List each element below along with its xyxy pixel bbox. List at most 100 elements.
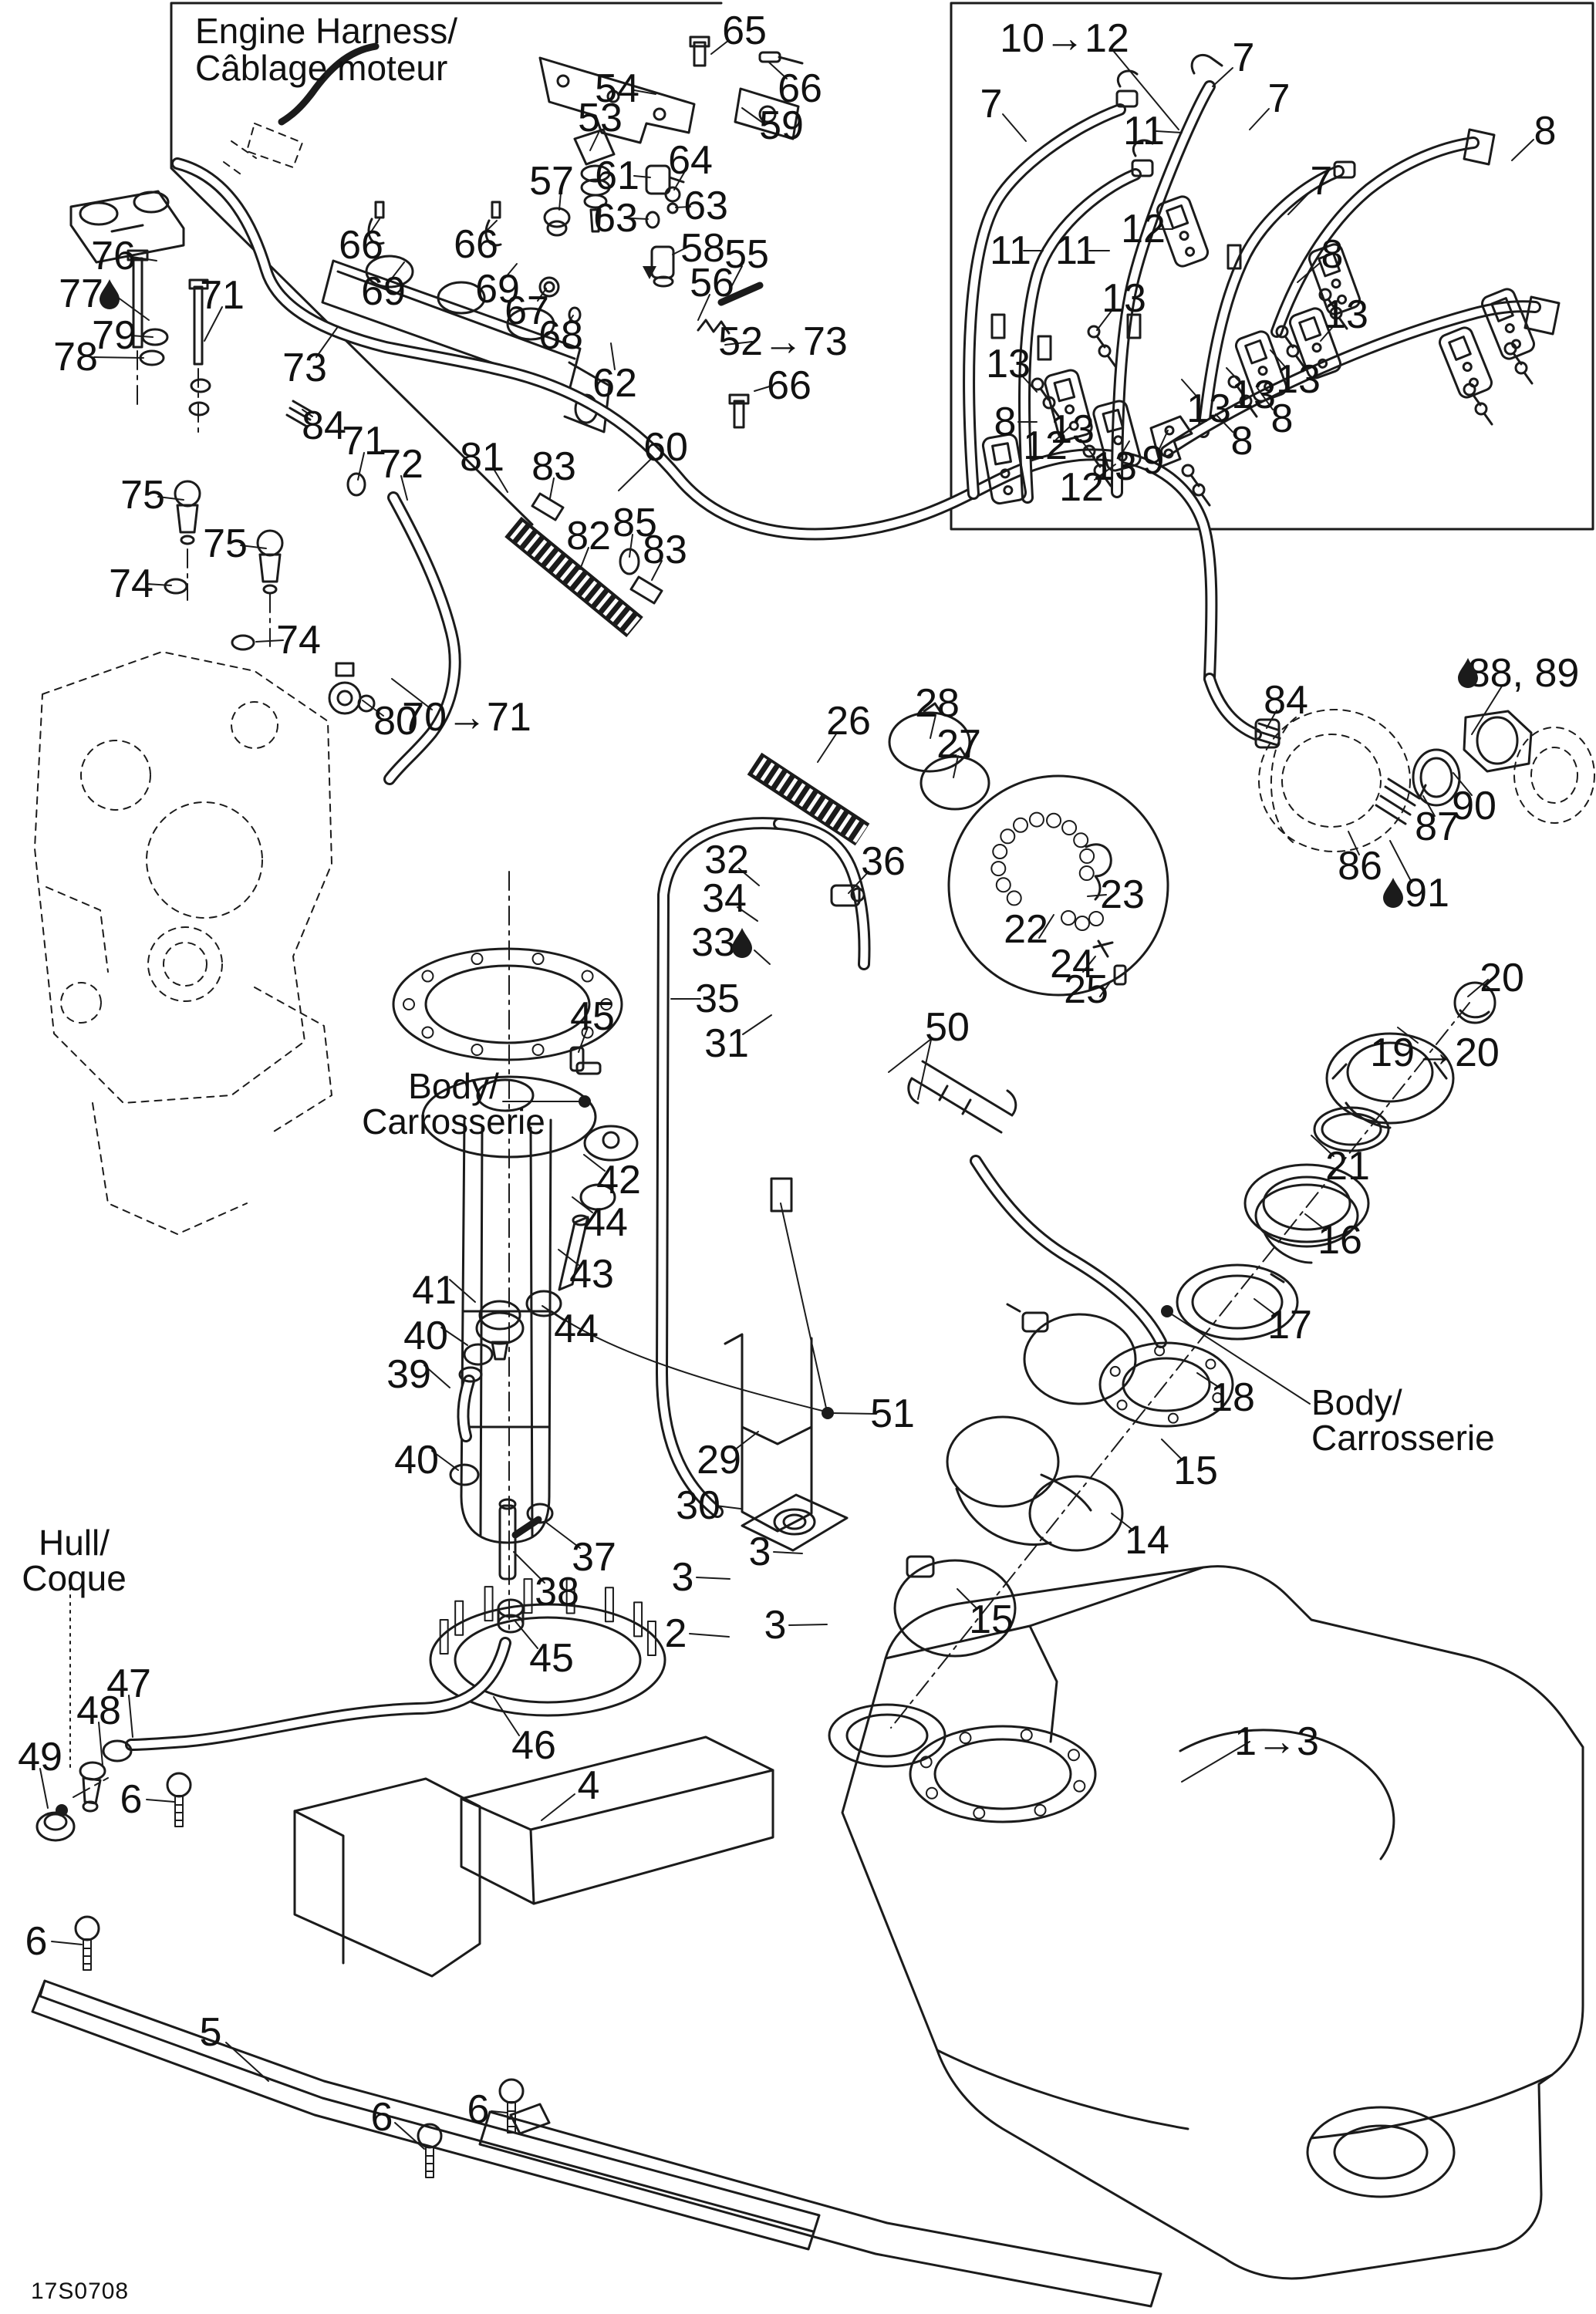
part-callout-6: 6: [120, 1777, 143, 1822]
part-callout-31: 31: [704, 1021, 749, 1066]
figure-code: 17S0708: [31, 2279, 129, 2304]
part-callout-37: 37: [572, 1535, 616, 1580]
part-callout-5: 5: [200, 2010, 222, 2055]
part-callout-46: 46: [511, 1723, 556, 1768]
part-callout-67: 67: [504, 288, 549, 333]
part-callout-39: 39: [386, 1352, 431, 1397]
part-callout-34: 34: [702, 876, 747, 921]
engine-harness-title-line1: Engine Harness/: [195, 11, 457, 51]
part-callout-12: 12: [1023, 423, 1068, 468]
part-callout-59: 59: [759, 103, 804, 148]
part-callout-64: 64: [668, 138, 713, 183]
part-callout-77: 77: [59, 272, 103, 316]
part-callout-45: 45: [529, 1636, 574, 1681]
part-callout-83: 83: [531, 444, 576, 489]
foam-pads-plates: [31, 1736, 1162, 2308]
part-callout-8: 8: [1534, 109, 1557, 153]
part-callout-52-73: 52→73: [718, 319, 848, 364]
lubricant-drop-icon: [1383, 878, 1403, 908]
part-callout-69: 69: [361, 269, 406, 314]
part-callout-1-3: 1→3: [1234, 1719, 1319, 1764]
section-titles: Engine Harness/ Câblage moteur Body/ Car…: [22, 11, 1495, 2304]
part-callout-50: 50: [925, 1005, 970, 1050]
part-callout-42: 42: [596, 1158, 641, 1203]
part-callout-13: 13: [1231, 373, 1276, 417]
part-callout-73: 73: [282, 346, 327, 390]
part-callout-24: 24: [1050, 942, 1095, 987]
part-callout-91: 91: [1405, 871, 1449, 916]
body-front-label-line1: Body/: [408, 1066, 499, 1106]
part-callout-20: 20: [1480, 956, 1524, 1000]
engine-harness-box: [170, 2, 723, 526]
part-callout-13: 13: [1324, 292, 1368, 337]
part-callout-35: 35: [695, 977, 740, 1021]
part-callout-13: 13: [1276, 357, 1321, 402]
check-valve-inset: [947, 774, 1169, 997]
engine-ghost: [34, 651, 332, 1235]
part-callout-74: 74: [276, 618, 321, 663]
part-callout-8: 8: [1321, 232, 1344, 277]
part-callout-90: 90: [1452, 784, 1496, 828]
part-callout-68: 68: [538, 313, 583, 358]
part-callout-66: 66: [778, 66, 822, 111]
part-callout-8: 8: [1271, 396, 1294, 441]
part-callout-13: 13: [1186, 386, 1231, 431]
part-callout-10-12: 10→12: [1000, 16, 1129, 61]
part-callout-61: 61: [595, 153, 639, 198]
part-callout-22: 22: [1004, 907, 1048, 952]
hull-label-line2: Coque: [22, 1558, 127, 1598]
part-callout-48: 48: [76, 1688, 121, 1733]
hoses: [171, 157, 1262, 1518]
part-callout-11: 11: [1123, 109, 1165, 153]
part-callout-13: 13: [1092, 444, 1137, 489]
part-callout-75: 75: [203, 521, 248, 566]
part-callout-7: 7: [1311, 159, 1333, 204]
part-callout-62: 62: [592, 361, 637, 406]
part-callout-3: 3: [672, 1555, 694, 1600]
lubricant-drop-icon: [1458, 658, 1478, 688]
part-callout-71: 71: [200, 273, 245, 318]
part-callout-75: 75: [120, 473, 165, 518]
filler-neck-chain: [828, 981, 1496, 1768]
part-callout-7: 7: [1268, 76, 1291, 121]
part-callout-26: 26: [826, 699, 871, 744]
part-callout-72: 72: [379, 442, 423, 487]
harness-pigtail: [223, 42, 380, 177]
part-callout-80: 80: [373, 699, 418, 744]
part-callout-88-89: 88, 89: [1468, 651, 1580, 696]
part-callout-12: 12: [1059, 465, 1104, 510]
engine-harness-title-line2: Câblage moteur: [195, 48, 447, 88]
fuel-pump: [392, 871, 865, 1717]
fuel-rail-main: [321, 35, 804, 433]
part-callout-2: 2: [665, 1611, 687, 1656]
part-callout-6: 6: [371, 2095, 393, 2140]
part-callout-21: 21: [1325, 1144, 1370, 1189]
part-callout-14: 14: [1125, 1518, 1169, 1563]
sender-bracket: [724, 1203, 828, 1533]
lubricant-drop-icon: [732, 928, 752, 958]
part-callout-8: 8: [1231, 419, 1254, 464]
part-callout-18: 18: [1210, 1375, 1255, 1420]
part-callout-47: 47: [106, 1661, 151, 1706]
vent-fitting-chain: [35, 1046, 639, 1842]
part-callout-65: 65: [722, 8, 767, 53]
part-callout-83: 83: [643, 528, 687, 572]
part-callout-17: 17: [1267, 1303, 1312, 1348]
fuel-tank: [841, 1565, 1584, 2280]
part-callout-40: 40: [403, 1314, 448, 1358]
part-callout-79: 79: [92, 313, 137, 358]
lubricant-drop-icon: [100, 279, 120, 309]
part-callout-66: 66: [339, 223, 383, 268]
fuel-filter-group: [1254, 709, 1595, 852]
part-callout-54: 54: [595, 66, 639, 111]
flange-holes: [74, 811, 1223, 2178]
part-callout-13: 13: [986, 342, 1031, 386]
part-callout-81: 81: [460, 435, 504, 480]
part-callout-76: 76: [91, 234, 136, 278]
part-callout-11: 11: [1055, 228, 1097, 273]
part-callout-66: 66: [454, 222, 498, 267]
part-callout-25: 25: [1064, 967, 1108, 1012]
part-callout-15: 15: [969, 1597, 1014, 1642]
